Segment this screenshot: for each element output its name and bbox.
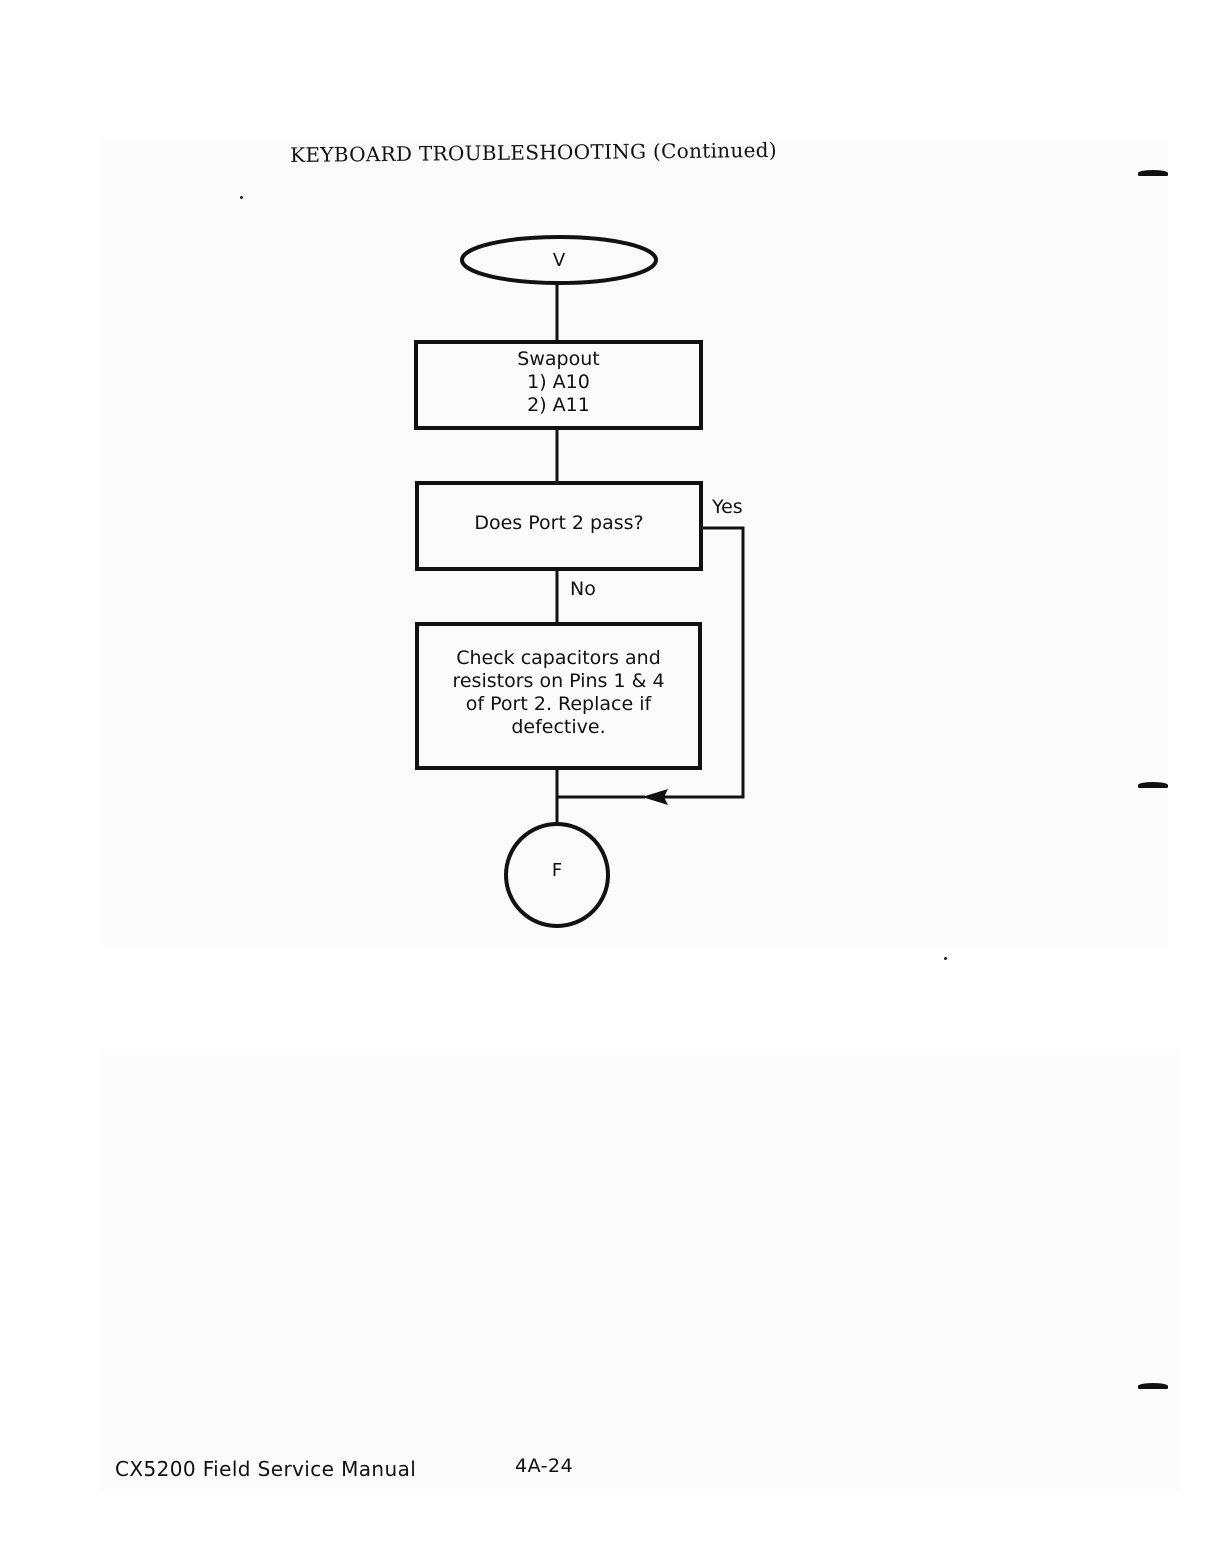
check-line: Check capacitors and	[417, 647, 700, 670]
check-line: defective.	[417, 716, 700, 739]
no-label: No	[570, 578, 596, 600]
check-text: Check capacitors and resistors on Pins 1…	[417, 647, 700, 739]
start-connector-label: V	[539, 250, 579, 271]
footer-page-number: 4A-24	[515, 1455, 573, 1477]
yes-label: Yes	[712, 496, 743, 518]
footer-manual-title: CX5200 Field Service Manual	[115, 1457, 416, 1481]
end-connector-label: F	[537, 860, 577, 881]
swapout-line: 1) A10	[416, 371, 701, 394]
check-line: resistors on Pins 1 & 4	[417, 670, 700, 693]
decision-text: Does Port 2 pass?	[417, 512, 701, 535]
swapout-text: Swapout 1) A10 2) A11	[416, 348, 701, 417]
swapout-line: Swapout	[416, 348, 701, 371]
check-line: of Port 2. Replace if	[417, 693, 700, 716]
swapout-line: 2) A11	[416, 394, 701, 417]
